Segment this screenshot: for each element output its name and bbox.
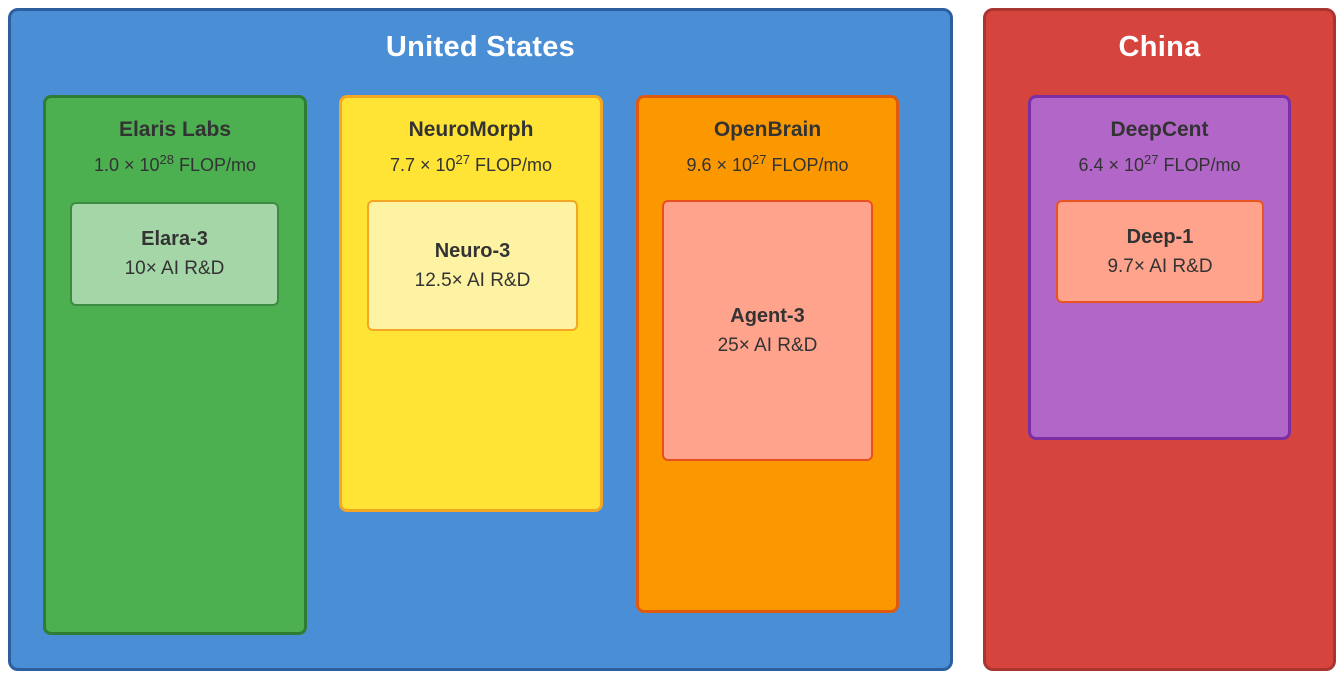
company-name-deepcent: DeepCent — [1110, 118, 1209, 141]
company-elaris-labs: Elaris Labs 1.0 × 1028 FLOP/mo Elara-3 1… — [43, 95, 307, 635]
model-rnd-multiplier-elara-3: 10× AI R&D — [124, 258, 225, 279]
flop-base: 7.7 × 10 — [389, 155, 456, 175]
model-name-agent-3: Agent-3 — [730, 304, 805, 327]
flop-exponent: 27 — [752, 152, 767, 167]
flop-exponent: 27 — [1144, 152, 1159, 167]
flop-unit: FLOP/mo — [174, 155, 257, 175]
company-compute-neuromorph: 7.7 × 1027 FLOP/mo — [342, 152, 600, 176]
flop-base: 9.6 × 10 — [686, 155, 753, 175]
flop-unit: FLOP/mo — [1158, 155, 1241, 175]
country-china: China DeepCent 6.4 × 1027 FLOP/mo Deep-1… — [983, 8, 1336, 671]
company-name-elaris-labs: Elaris Labs — [118, 118, 232, 141]
model-name-neuro-3: Neuro-3 — [434, 239, 511, 262]
flop-base: 1.0 × 10 — [93, 155, 160, 175]
model-rnd-multiplier-deep-1: 9.7× AI R&D — [1107, 255, 1213, 277]
model-name-elara-3: Elara-3 — [141, 228, 208, 250]
flop-unit: FLOP/mo — [766, 155, 849, 175]
flop-base: 6.4 × 10 — [1078, 155, 1145, 175]
model-rnd-multiplier-agent-3: 25× AI R&D — [717, 334, 818, 356]
country-title-united-states: United States — [385, 31, 576, 63]
company-compute-deepcent: 6.4 × 1027 FLOP/mo — [1031, 152, 1288, 176]
company-deepcent: DeepCent 6.4 × 1027 FLOP/mo Deep-1 9.7× … — [1028, 95, 1291, 440]
company-name-openbrain: OpenBrain — [713, 118, 822, 141]
company-compute-elaris-labs: 1.0 × 1028 FLOP/mo — [46, 152, 304, 176]
model-agent-3: Agent-3 25× AI R&D — [662, 200, 873, 461]
company-neuromorph: NeuroMorph 7.7 × 1027 FLOP/mo Neuro-3 12… — [339, 95, 603, 512]
flop-exponent: 28 — [159, 152, 174, 167]
country-united-states: United States Elaris Labs 1.0 × 1028 FLO… — [8, 8, 953, 671]
flop-unit: FLOP/mo — [470, 155, 553, 175]
country-title-china: China — [1118, 31, 1201, 63]
model-neuro-3: Neuro-3 12.5× AI R&D — [367, 200, 578, 331]
company-openbrain: OpenBrain 9.6 × 1027 FLOP/mo Agent-3 25×… — [636, 95, 899, 613]
flop-exponent: 27 — [455, 152, 470, 167]
model-deep-1: Deep-1 9.7× AI R&D — [1056, 200, 1264, 303]
model-rnd-multiplier-neuro-3: 12.5× AI R&D — [414, 269, 531, 291]
model-name-deep-1: Deep-1 — [1126, 225, 1194, 248]
model-elara-3: Elara-3 10× AI R&D — [70, 202, 279, 306]
company-name-neuromorph: NeuroMorph — [408, 118, 534, 141]
company-compute-openbrain: 9.6 × 1027 FLOP/mo — [639, 152, 896, 176]
